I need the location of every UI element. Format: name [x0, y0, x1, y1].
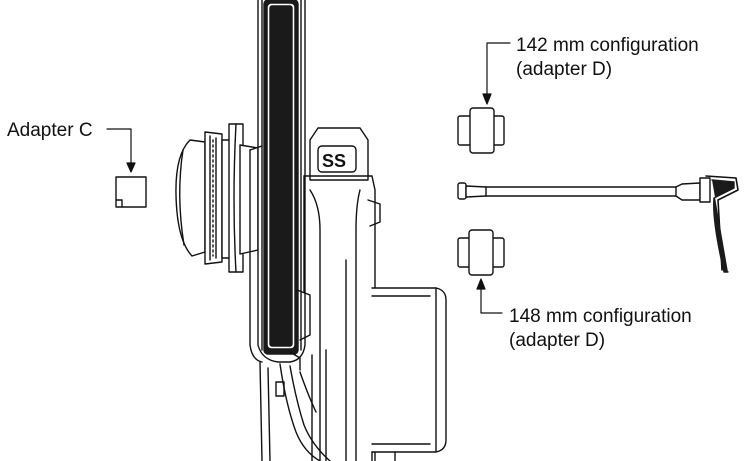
arrow-148 [476, 278, 486, 290]
adapter-c-part [115, 176, 147, 208]
arrow-142 [482, 93, 492, 105]
config-148-line2: (adapter D) [509, 330, 606, 351]
wheel-frame [249, 0, 311, 371]
leader-148 [480, 281, 503, 314]
trainer-upright: SS [303, 127, 381, 461]
arrow-adapter-c [126, 162, 136, 173]
leader-142 [486, 42, 511, 102]
config-148-label: 148 mm configuration (adapter D) [509, 305, 692, 353]
flywheel-housing [371, 287, 447, 461]
cassette-assembly [175, 123, 259, 273]
config-148-line1: 148 mm configuration [509, 306, 692, 327]
leader-adapter-c [106, 128, 132, 171]
logo-mark: SS [322, 151, 346, 171]
adapter-d-148-part [457, 229, 505, 276]
thru-axle-part [457, 175, 739, 273]
config-142-label: 142 mm configuration (adapter D) [516, 34, 699, 82]
leader-lines [106, 42, 511, 314]
config-142-line1: 142 mm configuration [516, 35, 699, 56]
adapter-c-label: Adapter C [7, 120, 93, 141]
config-142-line2: (adapter D) [516, 59, 613, 80]
adapter-d-142-part [457, 107, 505, 154]
